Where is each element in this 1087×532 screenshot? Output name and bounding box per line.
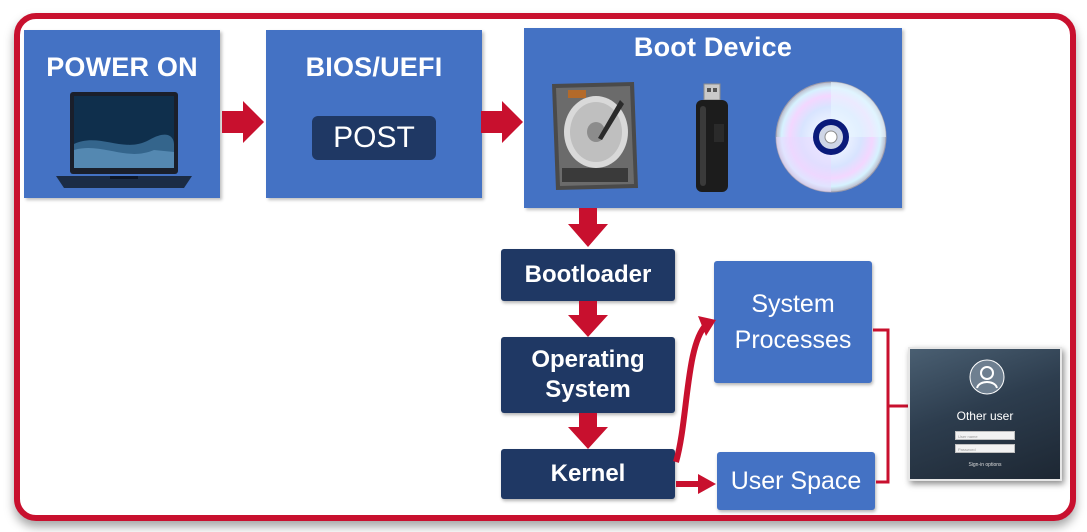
bracket-to-login bbox=[873, 328, 908, 484]
other-user-label: Other user bbox=[956, 409, 1014, 423]
arrow-kernel-to-system-processes bbox=[673, 322, 709, 463]
bios-uefi-label: BIOS/UEFI bbox=[305, 52, 443, 82]
system-processes-box: System Processes bbox=[714, 261, 872, 383]
system-processes-line1: System bbox=[751, 289, 835, 318]
hard-drive-icon bbox=[552, 82, 638, 190]
arrow-power-to-bios bbox=[222, 101, 264, 143]
power-on-box: POWER ON bbox=[24, 30, 220, 198]
operating-system-line1: Operating bbox=[531, 346, 645, 373]
operating-system-box: Operating System bbox=[501, 337, 675, 413]
kernel-box: Kernel bbox=[501, 449, 675, 499]
system-processes-line2: Processes bbox=[734, 326, 852, 354]
user-avatar-icon bbox=[969, 359, 1005, 395]
user-space-box: User Space bbox=[717, 452, 875, 510]
operating-system-line2: System bbox=[545, 376, 631, 403]
laptop-icon bbox=[56, 92, 192, 188]
boot-device-box: Boot Device bbox=[524, 28, 902, 208]
login-screen-thumbnail: Other user User name Password Sign-in op… bbox=[908, 347, 1062, 481]
power-on-label: POWER ON bbox=[46, 52, 198, 82]
arrow-bios-to-boot-device bbox=[481, 101, 523, 143]
password-field[interactable]: Password bbox=[955, 444, 1015, 453]
username-field[interactable]: User name bbox=[955, 431, 1015, 440]
boot-device-label: Boot Device bbox=[633, 32, 793, 62]
arrow-boot-device-to-bootloader bbox=[568, 208, 608, 247]
arrow-os-to-kernel bbox=[568, 413, 608, 449]
optical-disc-icon bbox=[775, 81, 887, 193]
bootloader-box: Bootloader bbox=[501, 249, 675, 301]
usb-drive-icon bbox=[696, 83, 728, 192]
post-badge: POST bbox=[312, 116, 436, 160]
bios-uefi-box: BIOS/UEFI POST bbox=[266, 30, 482, 198]
arrow-bootloader-to-os bbox=[568, 301, 608, 337]
sign-in-options-link[interactable]: Sign-in options bbox=[968, 462, 1002, 468]
